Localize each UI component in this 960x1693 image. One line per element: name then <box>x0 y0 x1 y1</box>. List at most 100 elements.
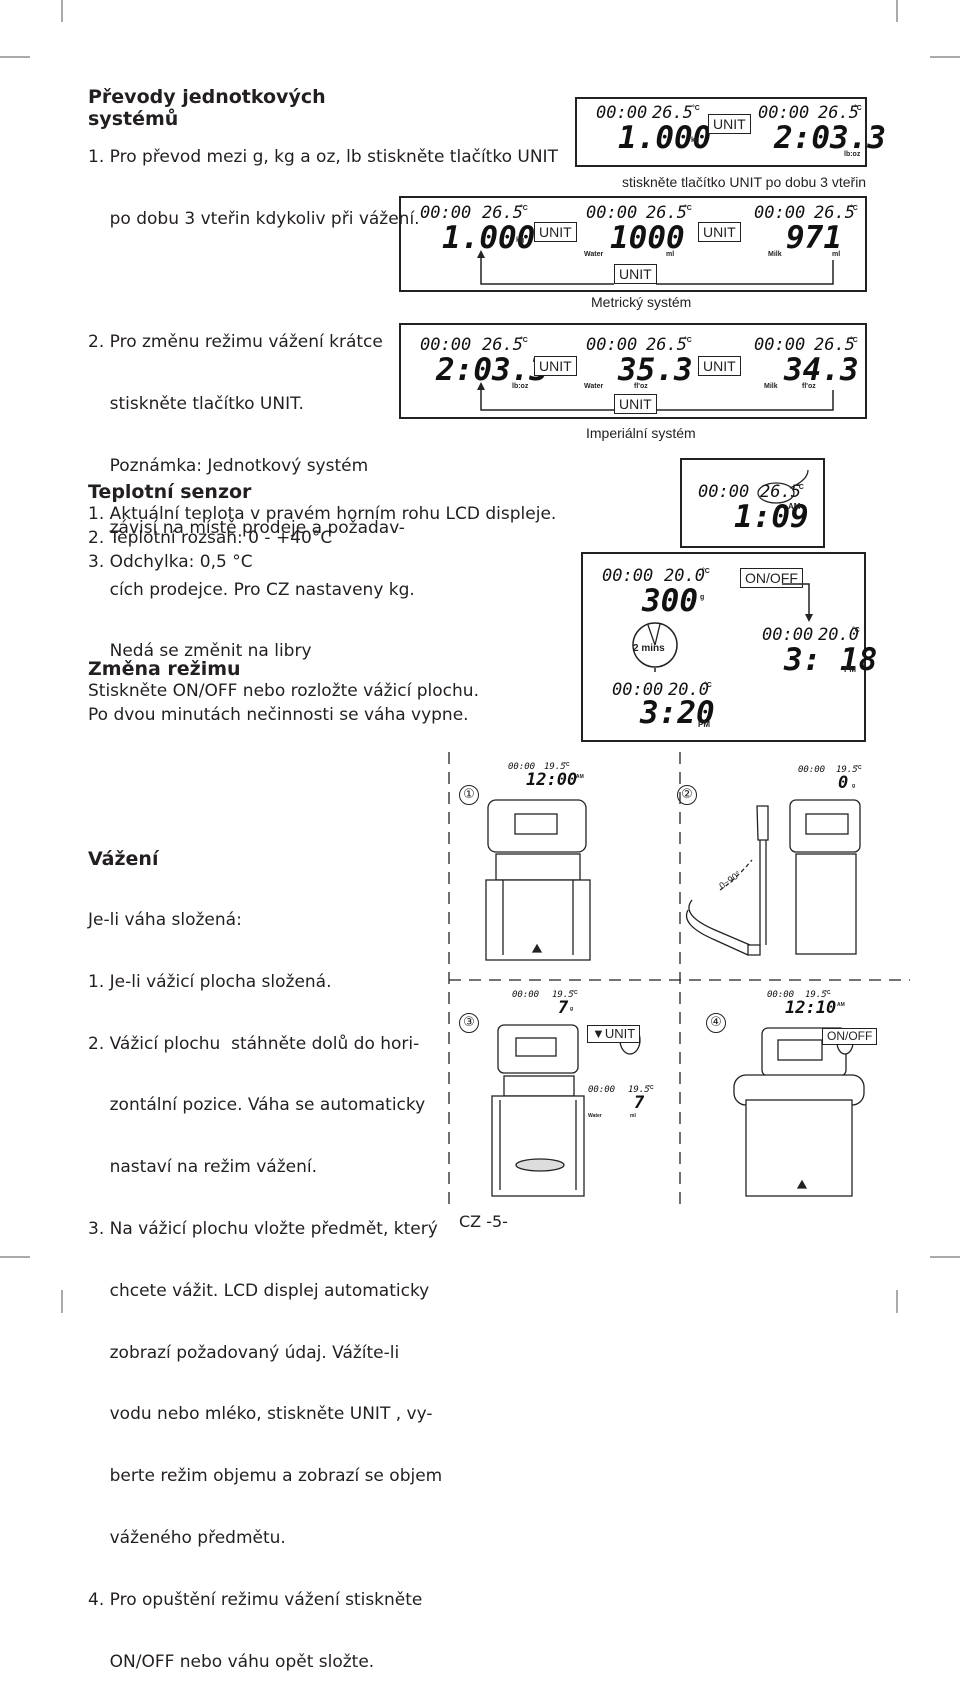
step-1-marker: ① <box>459 785 479 805</box>
imperial-caption: Imperiální systém <box>586 425 696 441</box>
unit-button[interactable]: UNIT <box>614 394 657 414</box>
lcd-metric-1: 00:00 26.5 °C 1.000 kg <box>414 203 536 261</box>
unit-button[interactable]: UNIT <box>708 114 751 134</box>
metric-figure-frame <box>399 196 867 292</box>
weigh-line: zobrazí požadovaný údaj. Vážíte-li <box>88 1342 400 1363</box>
mode-title: Změna režimu <box>88 658 241 680</box>
lcd-temp: 26.5 <box>646 203 687 223</box>
lcd-temp: 26.5 <box>646 335 687 355</box>
lcd-unit: g <box>852 783 856 789</box>
lcd-temp: 20.0 <box>818 625 859 645</box>
lcd-time: 00:00 <box>586 203 638 223</box>
lcd-value: 1:09 <box>734 499 809 535</box>
lcd-time: 00:00 <box>586 335 638 355</box>
units-line: Poznámka: Jednotkový systém <box>88 455 369 476</box>
lcd-mode-top: 00:00 26.5 °C 1:09 AM <box>692 482 812 540</box>
weigh-line: nastaví na režim vážení. <box>88 1157 317 1178</box>
lcd-top-a: 00:00 26.5 °C 1.000 kg <box>588 103 712 161</box>
mode-line: Stiskněte ON/OFF nebo rozložte vážicí pl… <box>88 681 479 701</box>
unit-button[interactable]: ▼UNIT <box>587 1025 641 1043</box>
lcd-deg: °C <box>520 205 528 212</box>
lcd-ampm: AM <box>788 502 801 511</box>
lcd-deg: °C <box>852 627 860 634</box>
weigh-line: berte režim objemu a zobrazí se objem <box>88 1466 443 1487</box>
onoff-button[interactable]: ON/OFF <box>740 568 803 588</box>
top-figure-caption: stiskněte tlačítko UNIT po dobu 3 vteřin <box>622 174 867 190</box>
lcd-deg: °C <box>692 105 700 112</box>
lcd-value: 1.000 <box>442 220 536 256</box>
lcd-unit: lb:oz <box>512 383 529 390</box>
weigh-line: Je-li váha složená: <box>88 910 242 930</box>
lcd-weigh-3b: 00:00 19.5 °C 7 Water ml <box>586 1085 656 1125</box>
lcd-value: 34.3 <box>784 352 859 388</box>
lcd-time: 00:00 <box>798 765 826 775</box>
weigh-line: 3. Na vážicí plochu vložte předmět, kter… <box>88 1218 438 1239</box>
mode-figure-frame <box>581 552 866 742</box>
lcd-mode-left: 00:00 20.0 °C 300 g <box>596 566 716 624</box>
page-frame-lines <box>0 0 960 1313</box>
temp-text: 1. Aktuální teplota v pravém horním rohu… <box>88 503 568 574</box>
lcd-time: 00:00 <box>508 762 536 772</box>
lcd-deg: °C <box>825 990 831 996</box>
lcd-deg: °C <box>850 205 858 212</box>
onoff-button[interactable]: ON/OFF <box>822 1028 878 1045</box>
lcd-temp: 26.5 <box>818 103 859 123</box>
lcd-mode: Water <box>584 251 604 258</box>
unit-button[interactable]: UNIT <box>614 264 657 284</box>
lcd-deg: °C <box>520 337 528 344</box>
units-title: Převody jednotkových systémů <box>88 86 326 130</box>
metric-caption: Metrický systém <box>591 294 692 310</box>
mode-line: Po dvou minutách nečinnosti se váha vypn… <box>88 704 469 725</box>
lcd-temp: 26.5 <box>652 103 693 123</box>
lcd-value: 971 <box>786 220 842 256</box>
lcd-value: 12:00 <box>526 770 578 790</box>
mode-text: Stiskněte ON/OFF nebo rozložte vážicí pl… <box>88 680 568 728</box>
unit-button[interactable]: UNIT <box>698 356 741 376</box>
step-4-marker: ④ <box>706 1013 726 1033</box>
weigh-line: 2. Vážicí plochu stáhněte dolů do hori- <box>88 1033 420 1054</box>
units-line: závisí na místě prodeje a požadav- <box>88 517 405 538</box>
lcd-time: 00:00 <box>698 482 750 502</box>
lcd-value: 2:03.3 <box>436 352 548 388</box>
weigh-line: zontální pozice. Váha se automaticky <box>88 1095 426 1116</box>
lcd-unit: kg <box>691 137 700 144</box>
lcd-imperial-3: 00:00 26.5 °C 34.3 Milk fl'oz <box>746 335 860 393</box>
lcd-time: 00:00 <box>602 566 654 586</box>
lcd-time: 00:00 <box>596 103 648 123</box>
lcd-temp: 20.0 <box>668 680 709 700</box>
units-line: 2. Pro změnu režimu vážení krátce <box>88 332 383 353</box>
lcd-time: 00:00 <box>420 335 472 355</box>
lcd-time: 00:00 <box>754 203 806 223</box>
lcd-imperial-2: 00:00 26.5 °C 35.3 Water fl'oz <box>580 335 694 393</box>
lcd-unit: g <box>700 594 705 601</box>
lcd-value: 1000 <box>610 220 685 256</box>
unit-button[interactable]: UNIT <box>698 222 741 242</box>
lcd-ampm: AM <box>576 774 584 780</box>
lcd-ampm: PM <box>844 665 856 674</box>
lcd-deg: °C <box>796 484 804 491</box>
lcd-time: 00:00 <box>612 680 664 700</box>
lcd-temp: 26.5 <box>814 203 855 223</box>
temp-title: Teplotní senzor <box>88 481 252 503</box>
lcd-value: 7 <box>558 998 569 1018</box>
lcd-temp: 19.5 <box>805 990 827 1000</box>
lcd-mode: Milk <box>764 383 778 390</box>
timer-label: 2 mins <box>633 643 665 654</box>
lcd-imperial-1: 00:00 26.5 °C 2:03.3 lb:oz <box>414 335 548 393</box>
temp-line: 1. Aktuální teplota v pravém horním rohu… <box>88 504 557 524</box>
unit-button[interactable]: UNIT <box>534 356 577 376</box>
weigh-line: ON/OFF nebo váhu opět složte. <box>88 1651 375 1672</box>
weigh-section: Vážení <box>88 848 158 870</box>
units-line: stiskněte tlačítko UNIT. <box>88 394 304 415</box>
unit-button[interactable]: UNIT <box>534 222 577 242</box>
lcd-weigh-1: 00:00 19.5 °C 12:00 AM <box>506 762 586 796</box>
lcd-mode-bottom: 00:00 20.0 °C 3:20 PM <box>606 680 716 738</box>
lcd-value: 7 <box>634 1093 645 1113</box>
weigh-title: Vážení <box>88 848 159 870</box>
step-2-marker: ② <box>677 785 697 805</box>
lcd-value: 2:03.3 <box>774 120 886 156</box>
lcd-unit: ml <box>666 251 675 258</box>
lcd-time: 00:00 <box>754 335 806 355</box>
lcd-value: 1.000 <box>618 120 712 156</box>
weigh-line: chcete vážit. LCD displej automaticky <box>88 1280 430 1301</box>
